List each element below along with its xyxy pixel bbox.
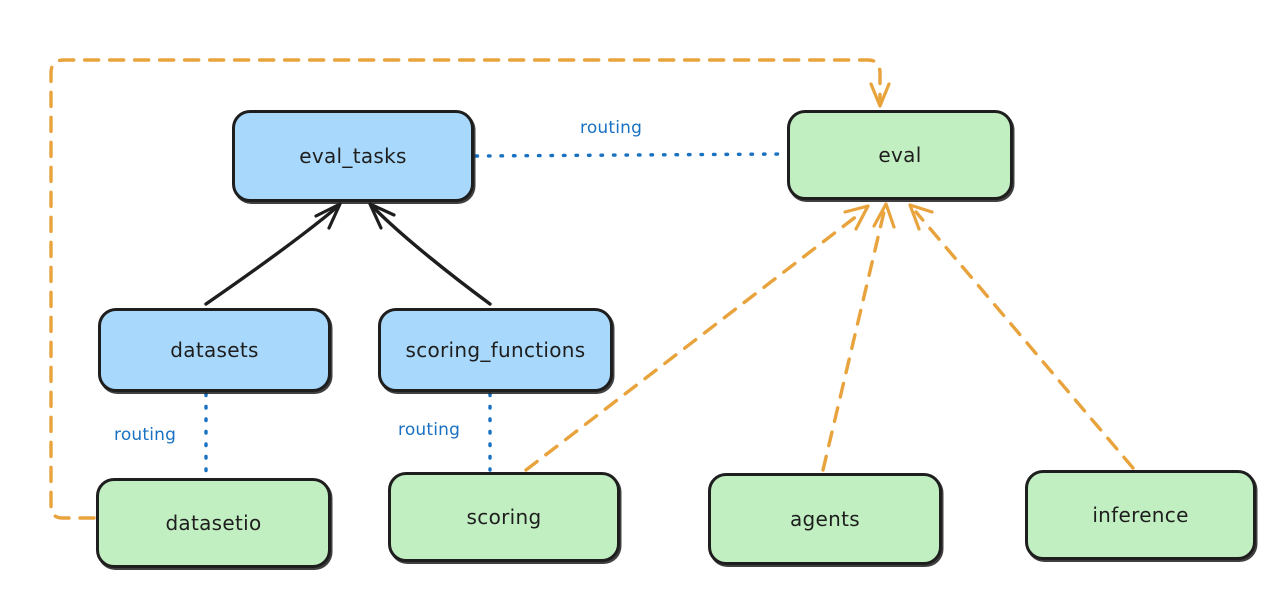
node-scoring[interactable]: scoring [388, 472, 620, 562]
node-label-scoring-functions: scoring_functions [405, 338, 586, 362]
node-eval[interactable]: eval [787, 110, 1013, 200]
edge-agents-eval [821, 202, 896, 472]
node-label-eval: eval [878, 143, 922, 167]
edge-label-routing-eval-tasks-eval: routing [580, 118, 643, 138]
node-datasets[interactable]: datasets [98, 308, 331, 392]
node-label-agents: agents [790, 507, 860, 531]
node-label-datasets: datasets [170, 338, 259, 362]
edge-inference-eval [908, 203, 1135, 470]
node-datasetio[interactable]: datasetio [96, 478, 331, 568]
node-inference[interactable]: inference [1025, 470, 1256, 560]
node-agents[interactable]: agents [708, 473, 942, 565]
edge-eval_tasks-eval [474, 152, 786, 158]
edge-label-routing-scoring-functions-scoring: routing [398, 420, 461, 440]
node-label-scoring: scoring [466, 505, 542, 529]
edge-label-routing-datasets-datasetio: routing [114, 425, 177, 445]
edge-scoring_functions-eval_tasks [368, 202, 492, 306]
node-scoring-functions[interactable]: scoring_functions [378, 308, 613, 392]
node-label-eval-tasks: eval_tasks [299, 144, 407, 168]
node-label-inference: inference [1092, 503, 1189, 527]
node-eval-tasks[interactable]: eval_tasks [232, 110, 474, 202]
edge-datasets-eval_tasks [204, 202, 342, 306]
node-label-datasetio: datasetio [165, 511, 262, 535]
